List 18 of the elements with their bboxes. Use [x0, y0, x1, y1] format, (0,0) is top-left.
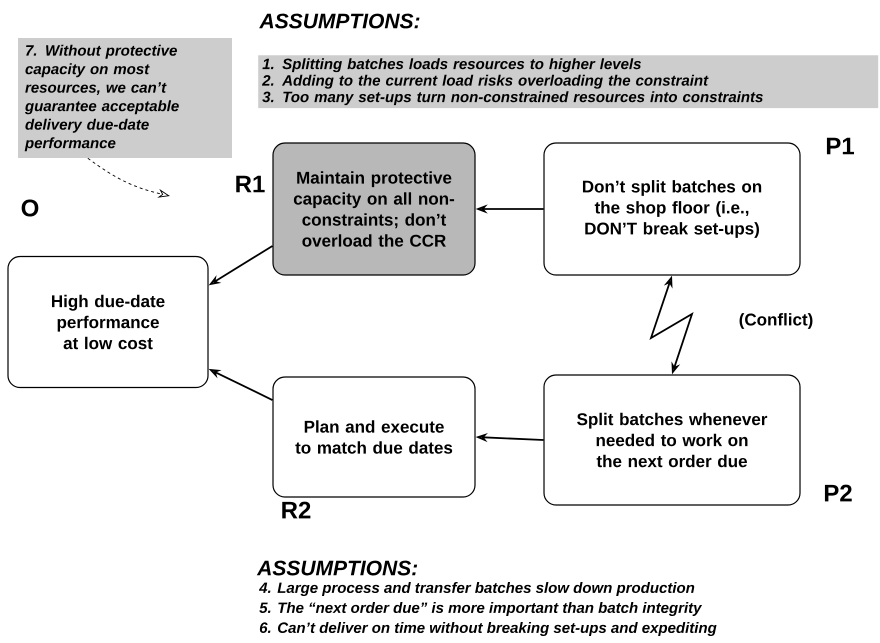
node-label: O: [22, 200, 38, 216]
process-box: High due-date performance at low cost: [7, 256, 209, 388]
assumption-text: 5. The “next order due” is more important than batch integrity: [259, 602, 702, 616]
process-box: Maintain protective capacity on all non-constraints; don’t overload the CCR: [272, 142, 476, 276]
note-box: 7. Without protective capacity on most resources, we can’t guarantee acceptable delivery due-date performance: [18, 38, 232, 158]
assumption-text: 4. Large process and transfer batches slow down production: [258, 582, 694, 596]
assumption-text: 6. Can’t deliver on time without breaking set-ups and expediting: [260, 622, 717, 636]
assumptions-box: 1. Splitting batches loads resources to higher levels 2. Adding to the current load risks overloading the constraint 3. Too many set-ups turn non-constrained resources into constraints: [258, 55, 878, 108]
conflict-label: (Conflict): [740, 313, 812, 329]
node-label: P1: [826, 138, 854, 154]
process-box: Plan and execute to match due dates: [272, 376, 476, 498]
node-label: P2: [824, 484, 852, 502]
process-box: Split batches whenever needed to work on the next order due: [543, 374, 801, 506]
assumptions-heading: ASSUMPTIONS:: [256, 560, 418, 576]
process-box: Don’t split batches on the shop floor (i.e., DON’T break set-ups): [543, 142, 801, 276]
assumptions-heading: ASSUMPTIONS:: [259, 14, 420, 28]
node-label: R1: [236, 176, 265, 192]
node-label: R2: [282, 502, 310, 518]
